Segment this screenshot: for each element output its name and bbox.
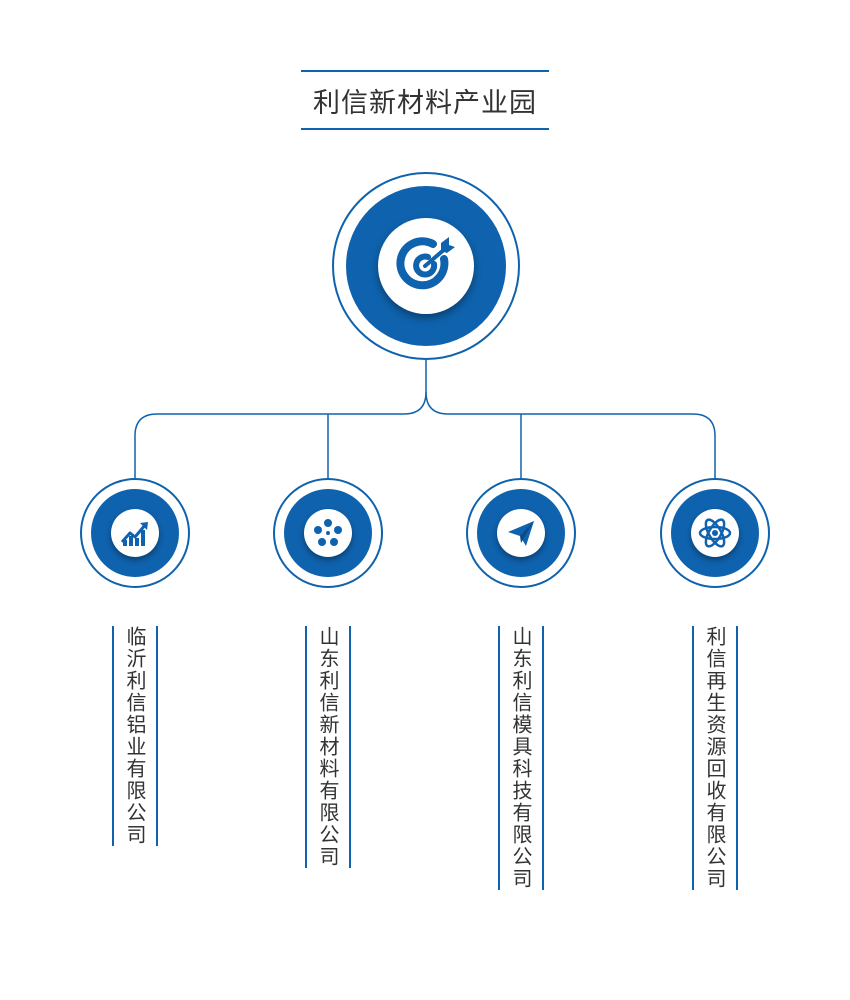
child-disc xyxy=(691,509,739,557)
root-node xyxy=(332,172,520,360)
child-disc xyxy=(111,509,159,557)
company-name: 临沂利信铝业有限公司 xyxy=(123,626,147,846)
title-frame: 利信新材料产业园 xyxy=(301,70,549,130)
child-ring xyxy=(477,489,565,577)
child-node-2 xyxy=(273,478,383,588)
company-label-3: 山东利信模具科技有限公司 xyxy=(498,626,544,890)
trunk-right xyxy=(425,391,716,478)
atom-icon xyxy=(698,518,732,548)
paper-plane-icon xyxy=(508,521,534,546)
trunk-left xyxy=(134,360,427,478)
root-ring xyxy=(346,186,506,346)
child-disc xyxy=(497,509,545,557)
child-ring xyxy=(671,489,759,577)
company-name: 利信再生资源回收有限公司 xyxy=(703,626,727,890)
growth-chart-icon xyxy=(120,522,148,546)
child-ring xyxy=(91,489,179,577)
child-node-3 xyxy=(466,478,576,588)
page-title: 利信新材料产业园 xyxy=(313,87,537,119)
child-node-1 xyxy=(80,478,190,588)
company-label-1: 临沂利信铝业有限公司 xyxy=(112,626,158,846)
company-name: 山东利信新材料有限公司 xyxy=(316,626,340,868)
target-arrow-icon xyxy=(396,237,455,290)
child-disc xyxy=(304,509,352,557)
company-label-4: 利信再生资源回收有限公司 xyxy=(692,626,738,890)
company-name: 山东利信模具科技有限公司 xyxy=(509,626,533,890)
film-reel-icon xyxy=(314,519,342,546)
child-ring xyxy=(284,489,372,577)
company-label-2: 山东利信新材料有限公司 xyxy=(305,626,351,868)
root-disc xyxy=(378,218,474,314)
child-node-4 xyxy=(660,478,770,588)
